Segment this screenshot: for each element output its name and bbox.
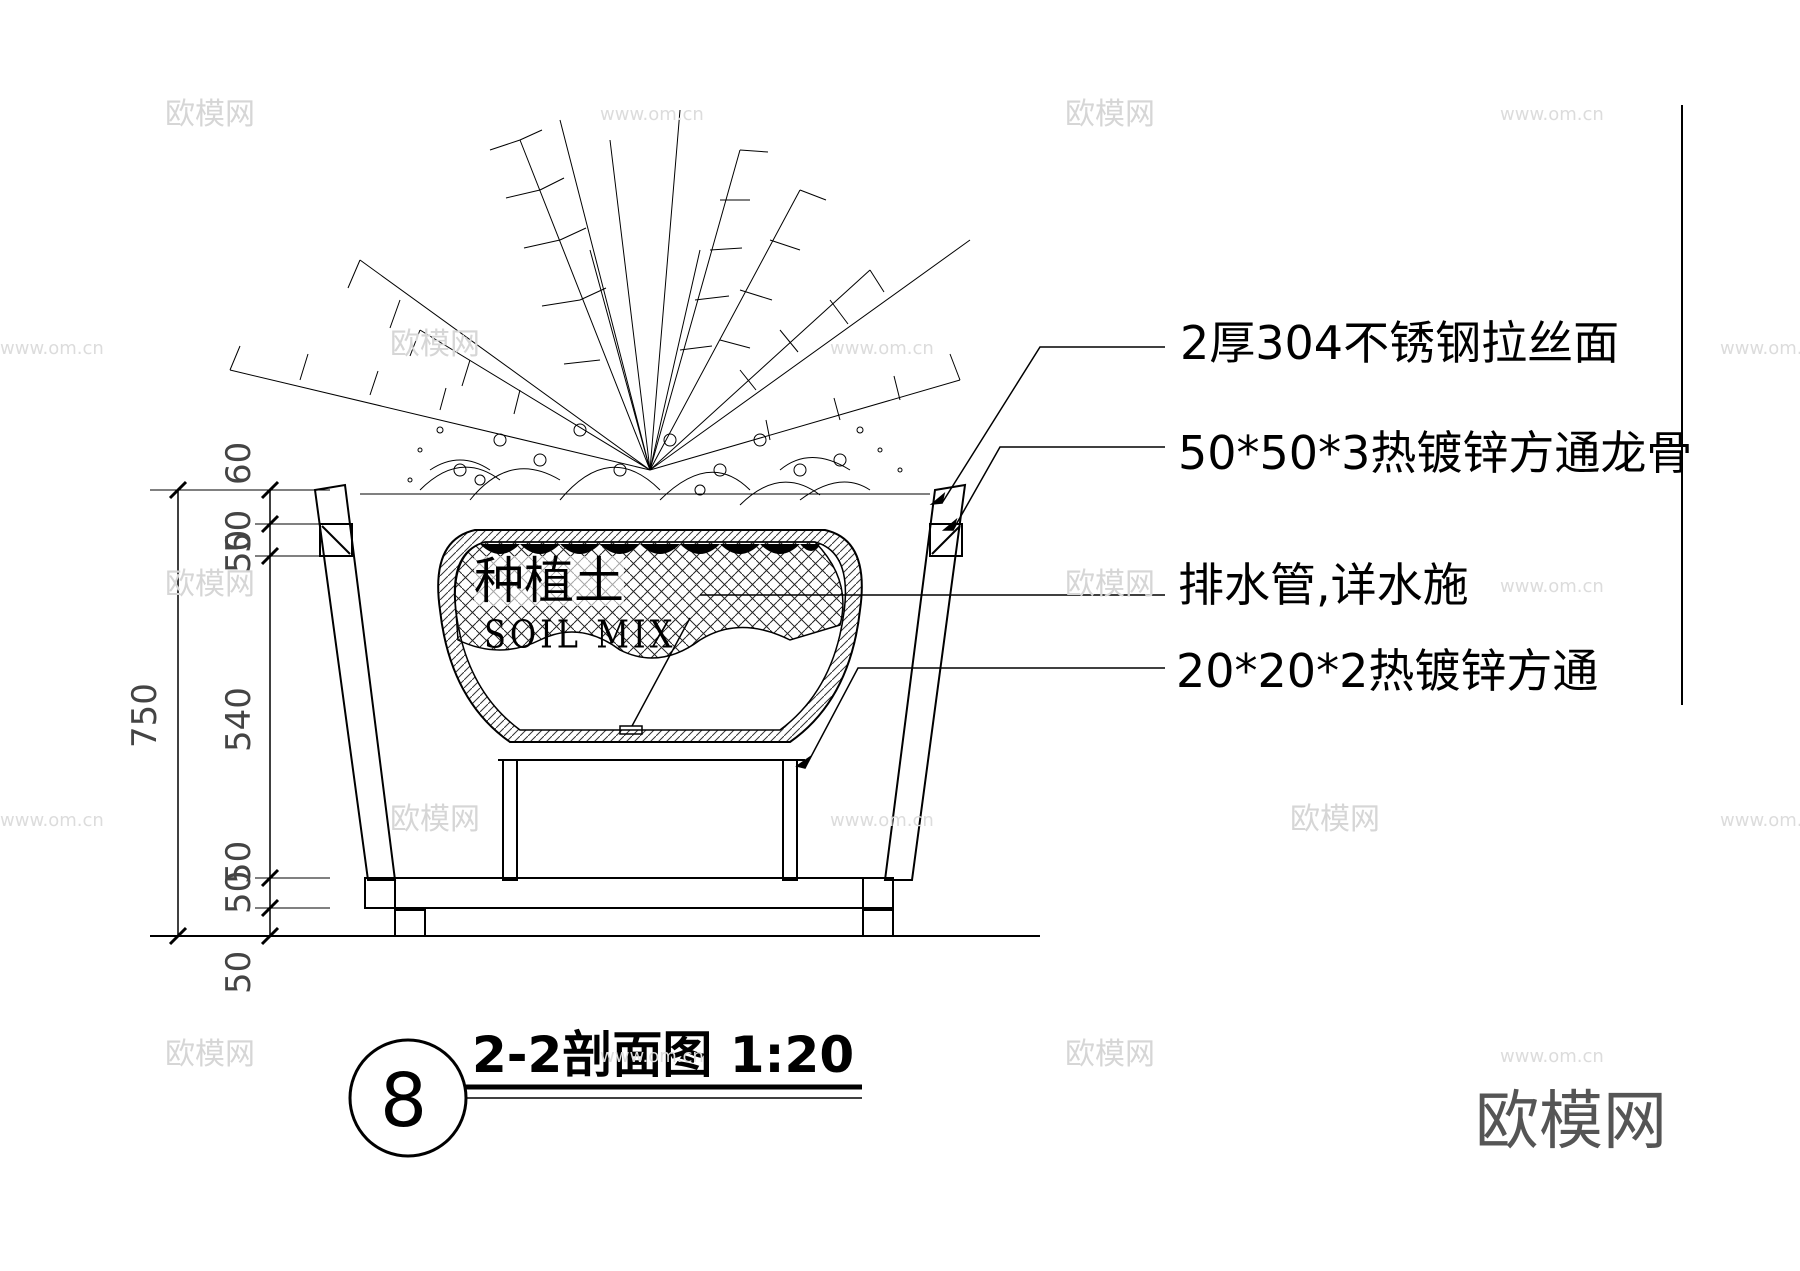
watermark-url: www.om.cn [600, 1046, 704, 1067]
watermark-text: 欧模网 [1065, 1037, 1155, 1072]
soil-scallops [480, 544, 820, 554]
soil-label-cn: 种植土 [474, 552, 624, 610]
foot-right [862, 909, 894, 937]
soil-label-en: SOIL MIX [484, 611, 677, 657]
watermark-text: 欧模网 [1290, 802, 1380, 837]
leader-lines [700, 346, 1165, 769]
base-tube-right [862, 877, 894, 909]
watermark-url: www.om.cn [0, 810, 104, 831]
title-underline [465, 1084, 862, 1099]
callout-surface: 2厚304不锈钢拉丝面 [1180, 316, 1620, 370]
dim-50-foot: 50 [219, 870, 259, 914]
planter-outer-box [313, 483, 967, 937]
watermark-url: www.om.cn [1720, 810, 1800, 831]
right-wall [883, 483, 967, 881]
watermark-text: 欧模网 [165, 97, 255, 132]
dim-750: 750 [125, 683, 165, 748]
drain-outlet [619, 725, 643, 735]
foot-left [394, 909, 426, 937]
base-frame [364, 877, 894, 909]
callout-frame: 50*50*3热镀锌方通龙骨 [1178, 426, 1693, 480]
left-wall [313, 483, 397, 881]
watermark-text: 欧模网 [165, 1037, 255, 1072]
watermark-text: 欧模网 [390, 327, 480, 362]
watermark-url: www.om.cn [0, 338, 104, 359]
title-number: 8 [380, 1058, 428, 1144]
callout-drain: 排水管,详水施 [1178, 558, 1469, 612]
title-circle [348, 1038, 468, 1158]
top-tube-left [319, 523, 353, 557]
dim-60: 60 [219, 441, 259, 485]
base-tube-left [364, 877, 396, 909]
watermark-text: 欧模网 [390, 802, 480, 837]
leader-frame [952, 446, 1165, 531]
watermark-url: www.om.cn [830, 338, 934, 359]
watermark-url: www.om.cn [1500, 1046, 1604, 1067]
leader-tube [804, 667, 1165, 769]
leader-surface [941, 346, 1165, 504]
watermark-text: 欧模网 [1065, 97, 1155, 132]
watermark-url: www.om.cn [600, 104, 704, 125]
plant [229, 109, 971, 506]
callout-tube: 20*20*2热镀锌方通 [1176, 644, 1599, 698]
brand-logo-text: 欧模网 [1475, 1085, 1667, 1159]
watermark-url: www.om.cn [1500, 104, 1604, 125]
top-tube-right [929, 523, 963, 557]
dim-50-bottom: 50 [219, 950, 259, 994]
watermark-url: www.om.cn [830, 810, 934, 831]
dim-540: 540 [219, 687, 259, 752]
watermark-url: www.om.cn [1500, 576, 1604, 597]
watermark-text: 欧模网 [165, 567, 255, 602]
watermark-text: 欧模网 [1065, 567, 1155, 602]
watermark-url: www.om.cn [1720, 338, 1800, 359]
section-title: 2-2剖面图 1:20 [472, 1026, 855, 1084]
pot-stand [498, 759, 805, 881]
dimension-chain [150, 480, 330, 946]
